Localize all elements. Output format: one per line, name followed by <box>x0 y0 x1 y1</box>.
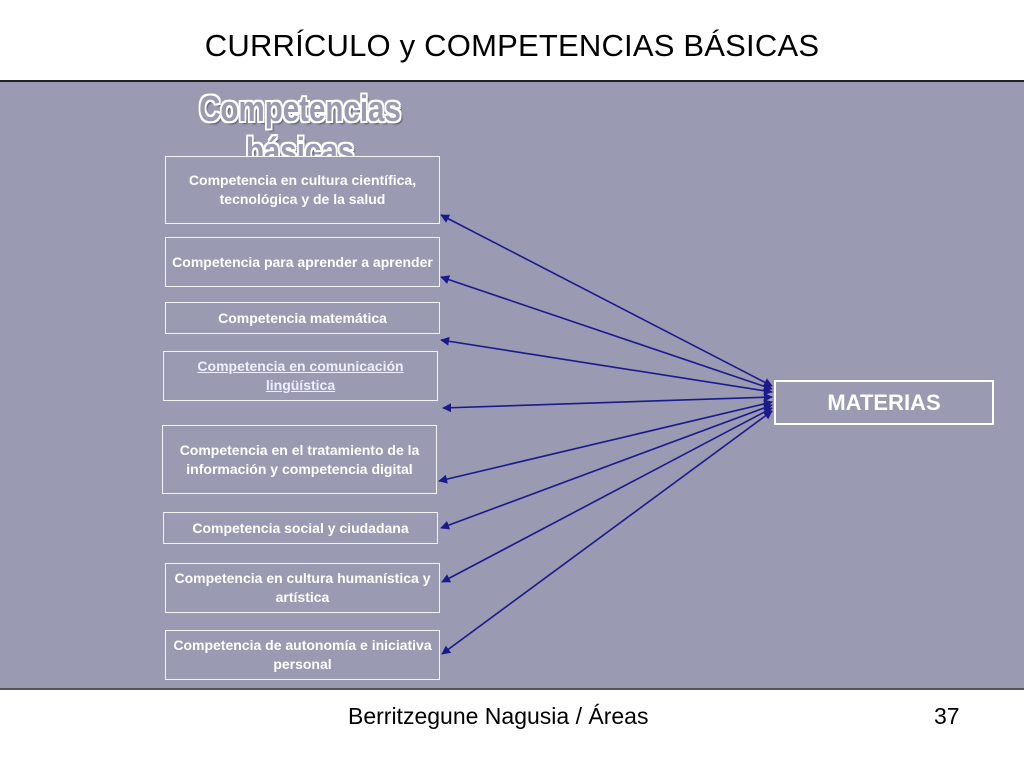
page-number: 37 <box>934 703 960 729</box>
arrow-digital <box>438 399 773 484</box>
footer-text: Berritzegune Nagusia / Áreas <box>348 703 649 729</box>
competencia-box-autonomia: Competencia de autonomía e iniciativa pe… <box>165 630 440 680</box>
competencia-box-cientifica: Competencia en cultura científica, tecno… <box>165 156 440 224</box>
competencia-box-social: Competencia social y ciudadana <box>163 512 438 544</box>
arrow-aprender <box>440 275 773 391</box>
competencia-box-linguistica[interactable]: Competencia en comunicación lingüística <box>163 351 438 401</box>
arrow-matematica <box>440 336 773 396</box>
slide-title: CURRÍCULO y COMPETENCIAS BÁSICAS <box>204 28 820 63</box>
competencia-box-digital: Competencia en el tratamiento de la info… <box>162 425 437 494</box>
materias-box: MATERIAS <box>774 380 994 425</box>
arrow-linguistica <box>442 392 773 413</box>
competencia-box-aprender: Competencia para aprender a aprender <box>165 237 440 287</box>
arrow-social <box>440 403 773 530</box>
competencia-box-humanistica: Competencia en cultura humanística y art… <box>165 563 440 613</box>
arrow-autonomia <box>441 410 773 655</box>
competencia-box-matematica: Competencia matemática <box>165 302 440 334</box>
arrow-humanistica <box>441 407 773 583</box>
arrow-cientifica <box>440 214 773 387</box>
